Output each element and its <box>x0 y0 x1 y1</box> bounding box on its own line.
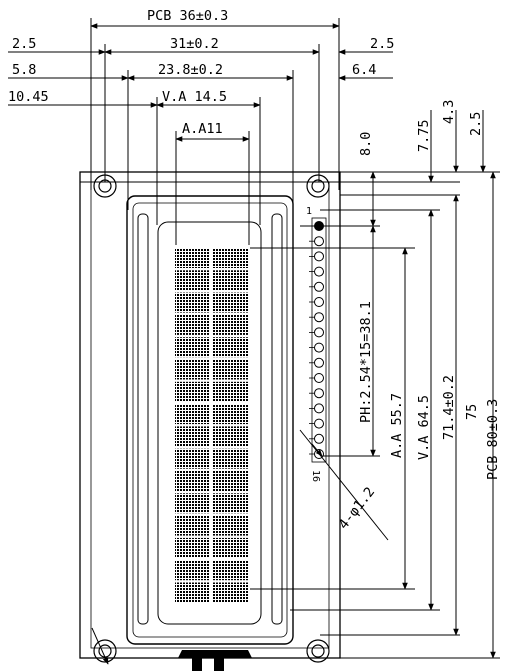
character-cell <box>175 337 210 358</box>
character-cell <box>213 270 248 291</box>
top-dimensions <box>8 18 393 245</box>
label-active-area-width: A.A11 <box>182 121 223 137</box>
label-pin1-offset: 8.0 <box>358 132 374 156</box>
pin-pad <box>314 266 324 277</box>
label-viewing-area-width: V.A 14.5 <box>162 89 227 105</box>
label-left-margin-b: 5.8 <box>12 62 36 78</box>
character-cell <box>175 359 210 380</box>
character-cell <box>213 515 248 536</box>
label-hole-pitch-v: 75 <box>464 404 480 420</box>
character-cell <box>175 515 210 536</box>
mounting-holes <box>93 174 330 663</box>
pin-header-outline <box>311 217 327 463</box>
pin-pad <box>314 433 324 444</box>
character-cell <box>175 292 210 313</box>
character-cell <box>213 471 248 491</box>
label-pin-first: 1 <box>306 206 312 217</box>
label-left-offset-va: 10.45 <box>8 89 49 105</box>
character-cell <box>213 292 248 313</box>
pin-pad <box>314 297 324 307</box>
pin-pad <box>314 418 324 429</box>
character-cell <box>213 560 248 581</box>
character-cell <box>175 493 210 514</box>
hole-bottom-left <box>93 639 117 663</box>
label-hole-offset: 4.3 <box>441 100 457 124</box>
character-cell <box>175 381 210 402</box>
character-cell <box>213 381 248 402</box>
pin-pad <box>314 357 324 368</box>
character-cell <box>213 448 248 469</box>
hole-callout-leader <box>299 429 389 541</box>
label-left-margin-a: 2.5 <box>12 36 36 52</box>
character-cell <box>175 314 210 335</box>
label-bezel-width: 23.8±0.2 <box>158 62 223 78</box>
pin-header <box>309 217 327 463</box>
character-cell <box>175 471 210 491</box>
character-cell <box>175 248 210 268</box>
hole-top-right <box>306 174 330 198</box>
character-cell <box>175 560 210 581</box>
pin-pad <box>314 327 324 338</box>
label-active-area-height: A.A 55.7 <box>389 393 405 458</box>
label-right-margin-b: 6.4 <box>352 62 376 78</box>
character-cell <box>213 493 248 514</box>
character-cell <box>175 537 210 558</box>
label-pcb-width: PCB 36±0.3 <box>147 8 228 24</box>
character-cell <box>213 314 248 335</box>
label-right-margin-a: 2.5 <box>370 36 394 52</box>
pin-pad <box>314 236 324 247</box>
character-cell <box>213 337 248 358</box>
character-cell <box>213 537 248 558</box>
pin-pad <box>314 373 324 383</box>
character-cell <box>213 248 248 268</box>
character-cell <box>175 582 210 603</box>
character-cell <box>175 448 210 469</box>
label-pcb-height: PCB 80±0.3 <box>485 399 501 480</box>
character-cell <box>175 426 210 447</box>
label-hole-callout: 4-φ1.2 <box>336 484 379 532</box>
pin-pad <box>314 403 324 414</box>
character-cell <box>213 404 248 425</box>
character-cell <box>175 270 210 291</box>
label-pin-last: 16 <box>310 470 321 482</box>
pin-pad <box>314 281 324 292</box>
pin-pad <box>314 221 324 231</box>
corner-leader <box>91 627 109 665</box>
hole-top-left <box>93 174 117 198</box>
character-cell <box>213 359 248 380</box>
character-cell <box>213 426 248 447</box>
label-viewing-area-height: V.A 64.5 <box>416 395 432 460</box>
hole-bottom-right <box>306 639 330 663</box>
character-matrix <box>175 248 248 603</box>
pin-pad <box>314 312 324 323</box>
pin-pad <box>314 342 324 353</box>
pin-pad <box>314 251 324 262</box>
pin-pad <box>314 388 324 399</box>
label-bezel-height: 71.4±0.2 <box>441 375 457 440</box>
character-cell <box>213 582 248 603</box>
label-bezel-offset: 7.75 <box>416 119 432 152</box>
right-dimensions <box>80 110 500 659</box>
label-edge-offset: 2.5 <box>468 112 484 136</box>
dimension-labels: PCB 36±0.3 2.5 31±0.2 2.5 5.8 23.8±0.2 6… <box>8 8 501 532</box>
label-pin-pitch: PH:2.54*15=38.1 <box>358 301 374 423</box>
character-cell <box>175 404 210 425</box>
label-hole-pitch: 31±0.2 <box>170 36 219 52</box>
bottom-connector <box>178 650 252 671</box>
